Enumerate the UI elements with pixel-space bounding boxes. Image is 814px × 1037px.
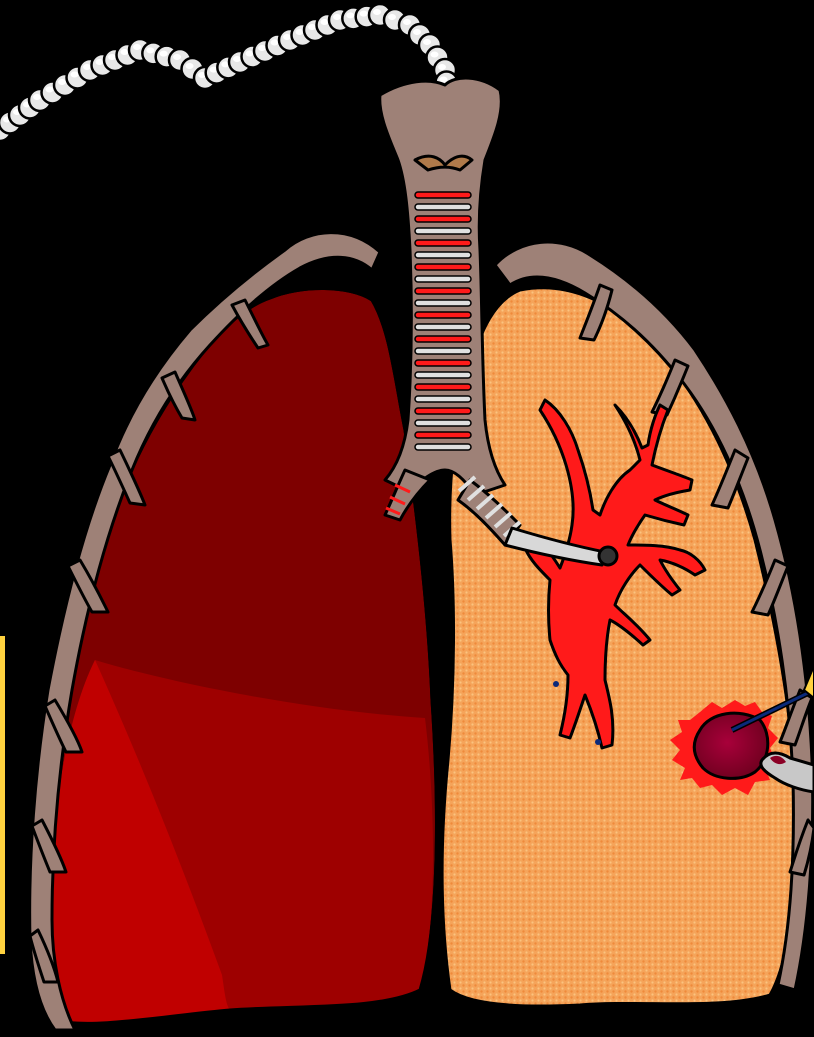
trachea-ring [415, 336, 471, 342]
trachea-ring [415, 432, 471, 438]
hose-highlight [46, 87, 54, 93]
trachea-ring [415, 252, 471, 258]
hose-highlight [83, 64, 91, 70]
hose-highlight [146, 47, 154, 53]
hose-highlight [58, 79, 66, 85]
trachea-ring [415, 288, 471, 294]
hose-highlight [71, 72, 79, 78]
hose-highlight [258, 45, 266, 51]
label-edge-marker [0, 636, 5, 954]
trachea-ring [415, 264, 471, 270]
hose-highlight [440, 77, 448, 83]
hose-highlight [296, 29, 304, 35]
hose-highlight [308, 24, 316, 30]
trachea-ring [415, 240, 471, 246]
hose-highlight [233, 56, 241, 62]
hose-highlight [186, 63, 194, 69]
trachea-ring [415, 396, 471, 402]
hose-highlight [333, 14, 341, 20]
hose-highlight [133, 44, 141, 50]
trachea-ring [415, 324, 471, 330]
trachea-ring [415, 372, 471, 378]
hose-highlight [283, 34, 291, 40]
trachea-ring [415, 276, 471, 282]
hose-highlight [33, 94, 41, 100]
trachea-ring [415, 348, 471, 354]
trachea-ring [415, 300, 471, 306]
trachea-ring [415, 444, 471, 450]
trachea-ring [415, 216, 471, 222]
trachea-ring [415, 192, 471, 198]
hose-highlight [431, 52, 439, 58]
hose-highlight [271, 40, 279, 46]
hose-highlight [108, 54, 116, 60]
hose-highlight [160, 51, 168, 57]
hose-highlight [423, 39, 431, 45]
trachea-ring [415, 312, 471, 318]
hose-highlight [360, 11, 368, 17]
hose-highlight [121, 49, 129, 55]
hose-highlight [321, 19, 329, 25]
hose-highlight [413, 29, 421, 35]
hose-highlight [403, 19, 411, 25]
hose-highlight [173, 54, 181, 60]
trachea-ring [415, 384, 471, 390]
trachea-ring [415, 204, 471, 210]
hose-highlight [346, 12, 354, 18]
trachea-ring [415, 408, 471, 414]
hose-highlight [246, 51, 254, 57]
trachea-ring [415, 228, 471, 234]
hose-highlight [96, 59, 104, 65]
trachea-ring [415, 420, 471, 426]
hose-highlight [373, 9, 381, 15]
hose-highlight [438, 64, 446, 70]
hose-highlight [388, 14, 396, 20]
trachea-ring [415, 360, 471, 366]
